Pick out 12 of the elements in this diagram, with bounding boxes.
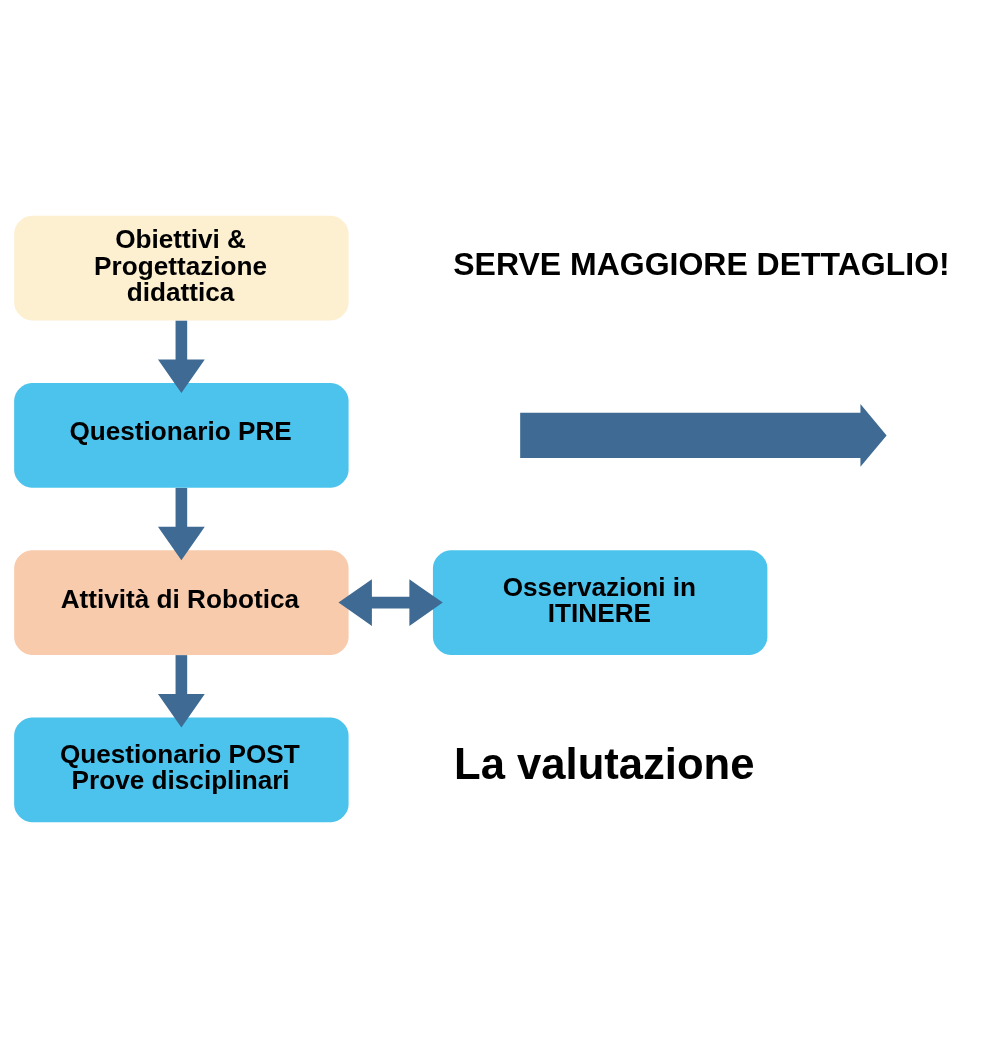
label: La valutazione — [454, 739, 755, 788]
node-box: Questionario PRE — [14, 382, 349, 488]
arrow — [158, 487, 205, 560]
node-box: Osservazioni in ITINERE — [432, 549, 768, 655]
node-arrow — [520, 403, 887, 467]
arrow — [158, 320, 205, 393]
label: SERVE MAGGIORE DETTAGLIO! — [453, 245, 950, 282]
arrow — [338, 578, 443, 626]
node-box: Obiettivi & Progettazione didattica — [14, 215, 349, 320]
arrow — [158, 654, 205, 727]
node-box: Attività di Robotica — [14, 549, 349, 655]
node-box: Questionario POST Prove disciplinari — [14, 717, 349, 822]
